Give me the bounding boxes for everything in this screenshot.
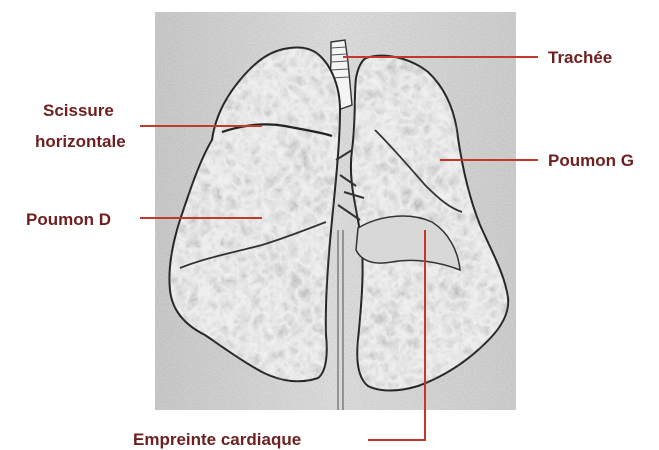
label-right-lung: Poumon D xyxy=(26,210,111,229)
lungs-photo xyxy=(155,12,516,410)
label-left-lung: Poumon G xyxy=(548,151,634,170)
label-cardiac-impression: Empreinte cardiaque xyxy=(133,430,301,449)
label-trachea: Trachée xyxy=(548,48,612,67)
label-horizontal-fissure-line1: Scissure xyxy=(43,101,114,120)
label-horizontal-fissure-line2: horizontale xyxy=(35,132,126,151)
